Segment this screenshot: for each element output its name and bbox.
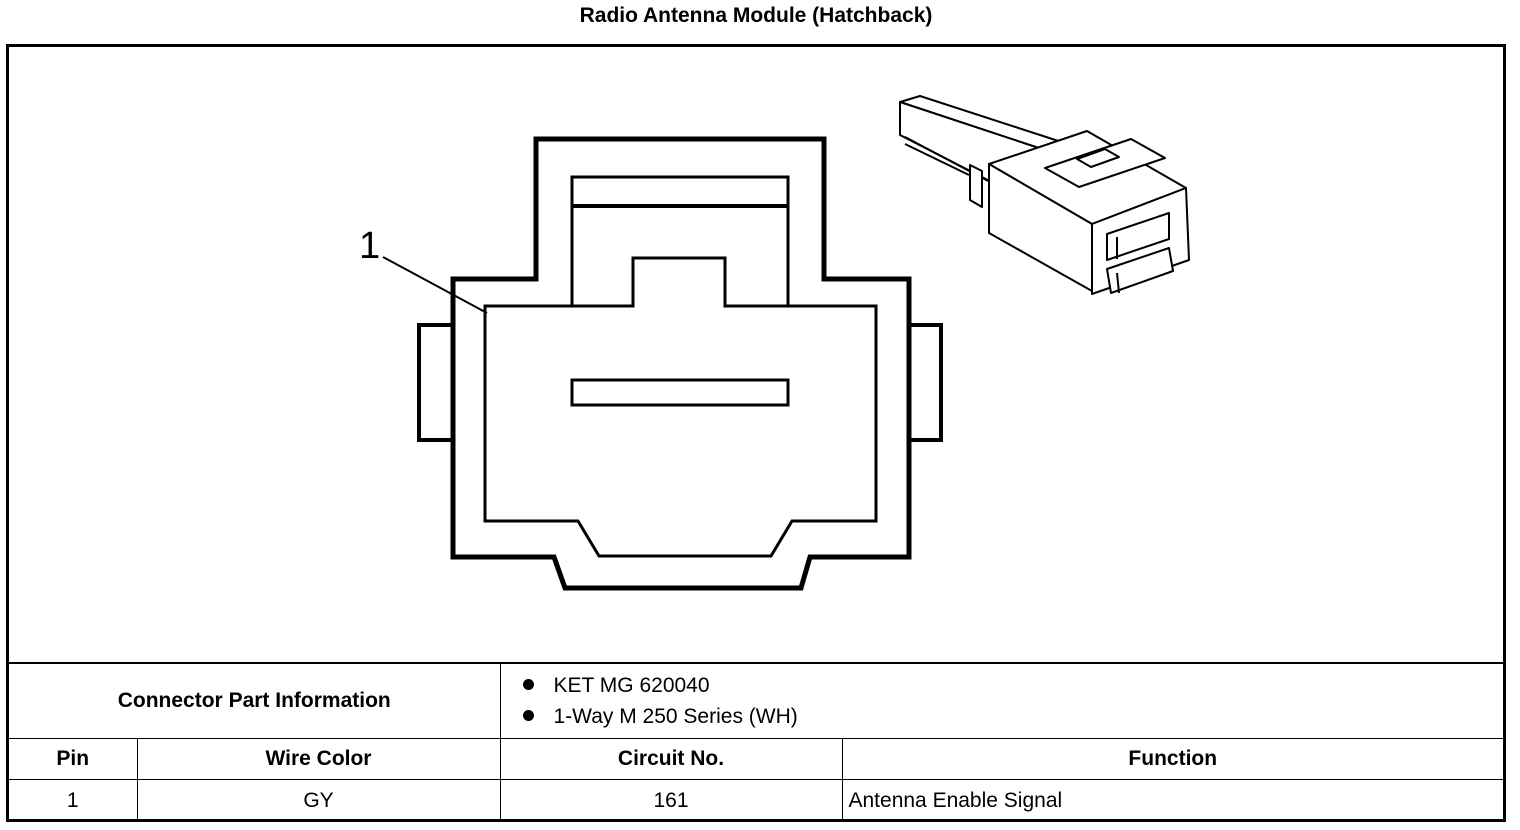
header-function: Function (841, 738, 1503, 780)
connector-outer-housing (450, 136, 912, 591)
connector-part-info-list: KET MG 620040 1-Way M 250 Series (WH) (499, 662, 1504, 739)
diagram-title: Radio Antenna Module (Hatchback) (579, 4, 933, 27)
diagram-frame: 1 (6, 44, 1506, 822)
connector-part-info-label: Connector Part Information (9, 662, 501, 739)
table-header-row: Pin Wire Color Circuit No. Function (9, 738, 1503, 780)
pin-callout-label: 1 (359, 225, 380, 267)
part-info-item: 1-Way M 250 Series (WH) (522, 701, 1504, 732)
connector-info-table: Connector Part Information KET MG 620040… (9, 662, 1503, 822)
bullet-icon (522, 679, 534, 690)
cell-circuit-no: 161 (499, 779, 843, 822)
connector-drawing: 1 (359, 95, 1190, 591)
connector-right-latch (909, 323, 943, 442)
connector-left-latch (417, 323, 453, 442)
header-circuit-no: Circuit No. (499, 738, 843, 780)
connector-part-info-row: Connector Part Information KET MG 620040… (9, 662, 1504, 739)
cell-pin: 1 (9, 779, 138, 822)
connector-top-slot (570, 175, 790, 306)
connector-isometric-illustration (899, 95, 1190, 295)
part-info-item: KET MG 620040 (522, 670, 1504, 701)
part-info-text: 1-Way M 250 Series (WH) (553, 705, 798, 728)
bullet-icon (522, 710, 534, 721)
connector-inner-body (483, 256, 878, 558)
header-pin: Pin (9, 738, 138, 780)
cell-function: Antenna Enable Signal (841, 779, 1503, 822)
header-wire-color: Wire Color (136, 738, 501, 780)
cell-wire-color: GY (136, 779, 501, 822)
terminal-slot (570, 378, 790, 407)
part-info-text: KET MG 620040 (553, 674, 710, 697)
pin-callout-leader (382, 256, 488, 314)
table-row: 1 GY 161 Antenna Enable Signal (9, 779, 1503, 822)
